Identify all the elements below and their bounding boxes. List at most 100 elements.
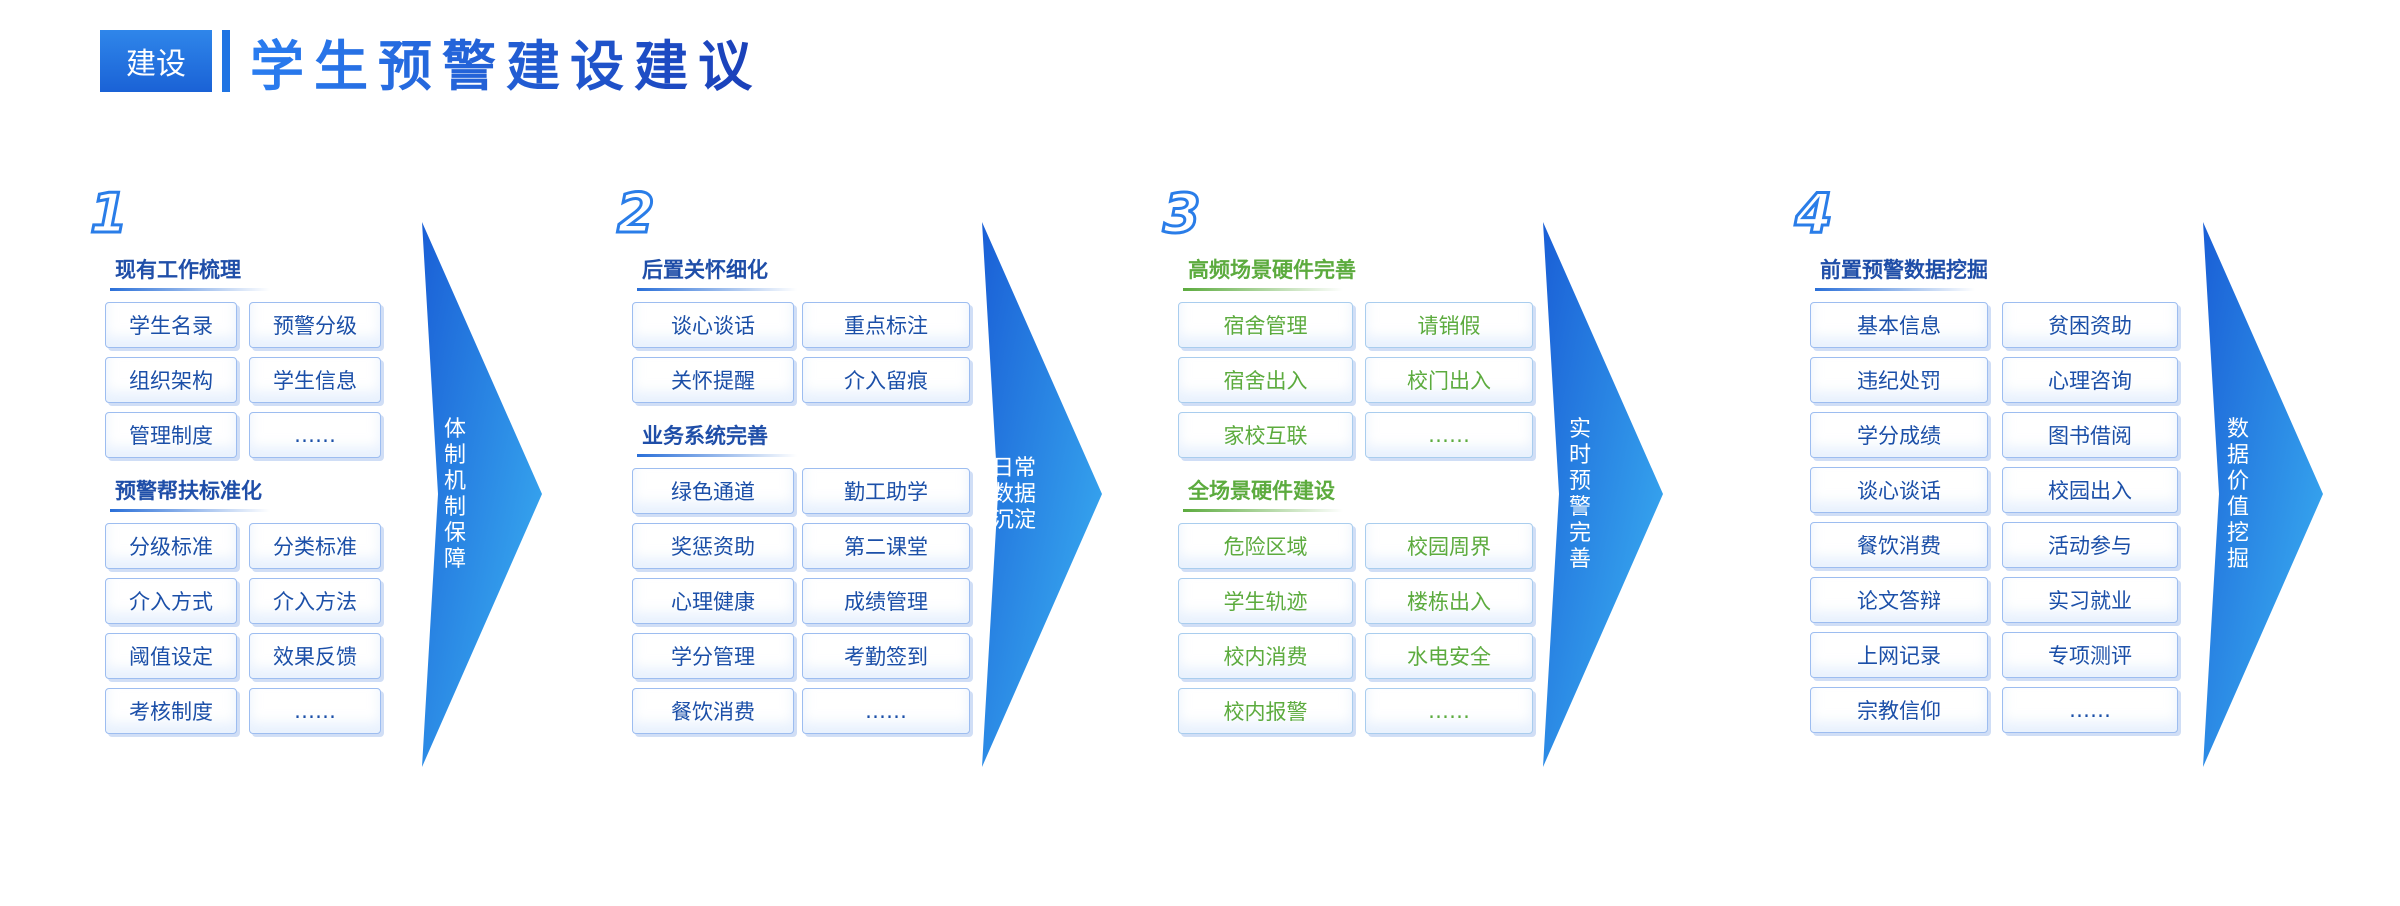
arrow-label-line: 掘	[2226, 547, 2249, 572]
step-number-2: 2	[616, 181, 657, 247]
item-tag: 活动参与	[2002, 522, 2178, 568]
item-tag: 分级标准	[105, 523, 237, 569]
section-underline	[110, 288, 270, 291]
arrow-shape	[2203, 222, 2323, 767]
section-title: 全场景硬件建设	[1188, 479, 1335, 503]
arrow-label-line: 完	[1568, 521, 1591, 546]
item-tag: 成绩管理	[802, 578, 970, 624]
arrow-label-line: 挖	[2226, 521, 2249, 546]
arrow-shape	[1543, 222, 1663, 767]
section-title: 预警帮扶标准化	[115, 479, 262, 503]
item-tag: 预警分级	[249, 302, 381, 348]
item-tag: 分类标准	[249, 523, 381, 569]
item-tag: 宿舍出入	[1178, 357, 1353, 403]
item-tag: 重点标注	[802, 302, 970, 348]
arrow-label-line: 时	[1568, 443, 1591, 468]
item-tag: 餐饮消费	[1810, 522, 1988, 568]
item-tag: ……	[249, 688, 381, 734]
step-number-1: 1	[89, 181, 130, 247]
item-tag: 餐饮消费	[632, 688, 794, 734]
section-title: 业务系统完善	[642, 424, 768, 448]
item-tag: 学生轨迹	[1178, 578, 1353, 624]
header-badge: 建设	[100, 30, 212, 92]
item-tag: 水电安全	[1365, 633, 1533, 679]
stage-arrow	[2203, 222, 2323, 767]
section-title: 前置预警数据挖掘	[1820, 258, 1988, 282]
item-tag: 校内消费	[1178, 633, 1353, 679]
item-tag: 组织架构	[105, 357, 237, 403]
item-tag: 校内报警	[1178, 688, 1353, 734]
item-tag: 心理健康	[632, 578, 794, 624]
section-underline	[637, 454, 797, 457]
arrow-label-line: 体	[443, 417, 466, 442]
item-tag: 实习就业	[2002, 577, 2178, 623]
header: 建设 学生预警建设建议	[100, 30, 762, 98]
section-title: 后置关怀细化	[642, 258, 768, 282]
arrow-label: 实时预警完善	[1565, 417, 1595, 573]
arrow-label-line: 预	[1568, 469, 1591, 494]
arrow-label-line: 数	[2226, 417, 2249, 442]
arrow-label-line: 警	[1568, 495, 1591, 520]
section-underline	[1183, 288, 1343, 291]
item-tag: 论文答辩	[1810, 577, 1988, 623]
stage-arrow	[1543, 222, 1663, 767]
item-tag: 上网记录	[1810, 632, 1988, 678]
item-tag: 学分管理	[632, 633, 794, 679]
item-tag: 心理咨询	[2002, 357, 2178, 403]
item-tag: 家校互联	[1178, 412, 1353, 458]
arrow-label-line: 据	[2226, 443, 2249, 468]
item-tag: 校门出入	[1365, 357, 1533, 403]
item-tag: 专项测评	[2002, 632, 2178, 678]
item-tag: 校园出入	[2002, 467, 2178, 513]
item-tag: ……	[1365, 688, 1533, 734]
item-tag: 宗教信仰	[1810, 687, 1988, 733]
item-tag: 学生信息	[249, 357, 381, 403]
item-tag: 谈心谈话	[1810, 467, 1988, 513]
item-tag: 介入方法	[249, 578, 381, 624]
arrow-shape	[982, 222, 1102, 767]
section-underline	[637, 288, 797, 291]
item-tag: 校园周界	[1365, 523, 1533, 569]
arrow-label-line: 价	[2226, 469, 2249, 494]
step-number-3: 3	[1162, 181, 1203, 247]
item-tag: 基本信息	[1810, 302, 1988, 348]
item-tag: 勤工助学	[802, 468, 970, 514]
section-title: 高频场景硬件完善	[1188, 258, 1356, 282]
bottom-fade	[1173, 735, 1543, 765]
item-tag: 楼栋出入	[1365, 578, 1533, 624]
item-tag: 考勤签到	[802, 633, 970, 679]
arrow-label-line: 保	[443, 521, 466, 546]
item-tag: 谈心谈话	[632, 302, 794, 348]
step-number-4: 4	[1794, 181, 1835, 247]
item-tag: 学生名录	[105, 302, 237, 348]
item-tag: 学分成绩	[1810, 412, 1988, 458]
arrow-label-line: 日常	[991, 456, 1036, 481]
arrow-label-line: 实	[1568, 417, 1591, 442]
arrow-label-line: 制	[443, 443, 466, 468]
arrow-label-line: 制	[443, 495, 466, 520]
arrow-label-line: 数据	[991, 482, 1036, 507]
stage-arrow	[422, 222, 542, 767]
item-tag: 违纪处罚	[1810, 357, 1988, 403]
arrow-label: 日常数据沉淀	[984, 456, 1044, 534]
item-tag: 图书借阅	[2002, 412, 2178, 458]
item-tag: 贫困资助	[2002, 302, 2178, 348]
item-tag: ……	[1365, 412, 1533, 458]
arrow-label-line: 障	[443, 547, 466, 572]
item-tag: 阈值设定	[105, 633, 237, 679]
bottom-fade	[1805, 735, 2188, 765]
item-tag: 请销假	[1365, 302, 1533, 348]
item-tag: 关怀提醒	[632, 357, 794, 403]
item-tag: 第二课堂	[802, 523, 970, 569]
item-tag: 效果反馈	[249, 633, 381, 679]
item-tag: 奖惩资助	[632, 523, 794, 569]
item-tag: ……	[2002, 687, 2178, 733]
arrow-shape	[422, 222, 542, 767]
item-tag: 宿舍管理	[1178, 302, 1353, 348]
item-tag: 介入留痕	[802, 357, 970, 403]
item-tag: 危险区域	[1178, 523, 1353, 569]
item-tag: 考核制度	[105, 688, 237, 734]
stage-arrow	[982, 222, 1102, 767]
item-tag: 介入方式	[105, 578, 237, 624]
arrow-label-line: 善	[1568, 547, 1591, 572]
